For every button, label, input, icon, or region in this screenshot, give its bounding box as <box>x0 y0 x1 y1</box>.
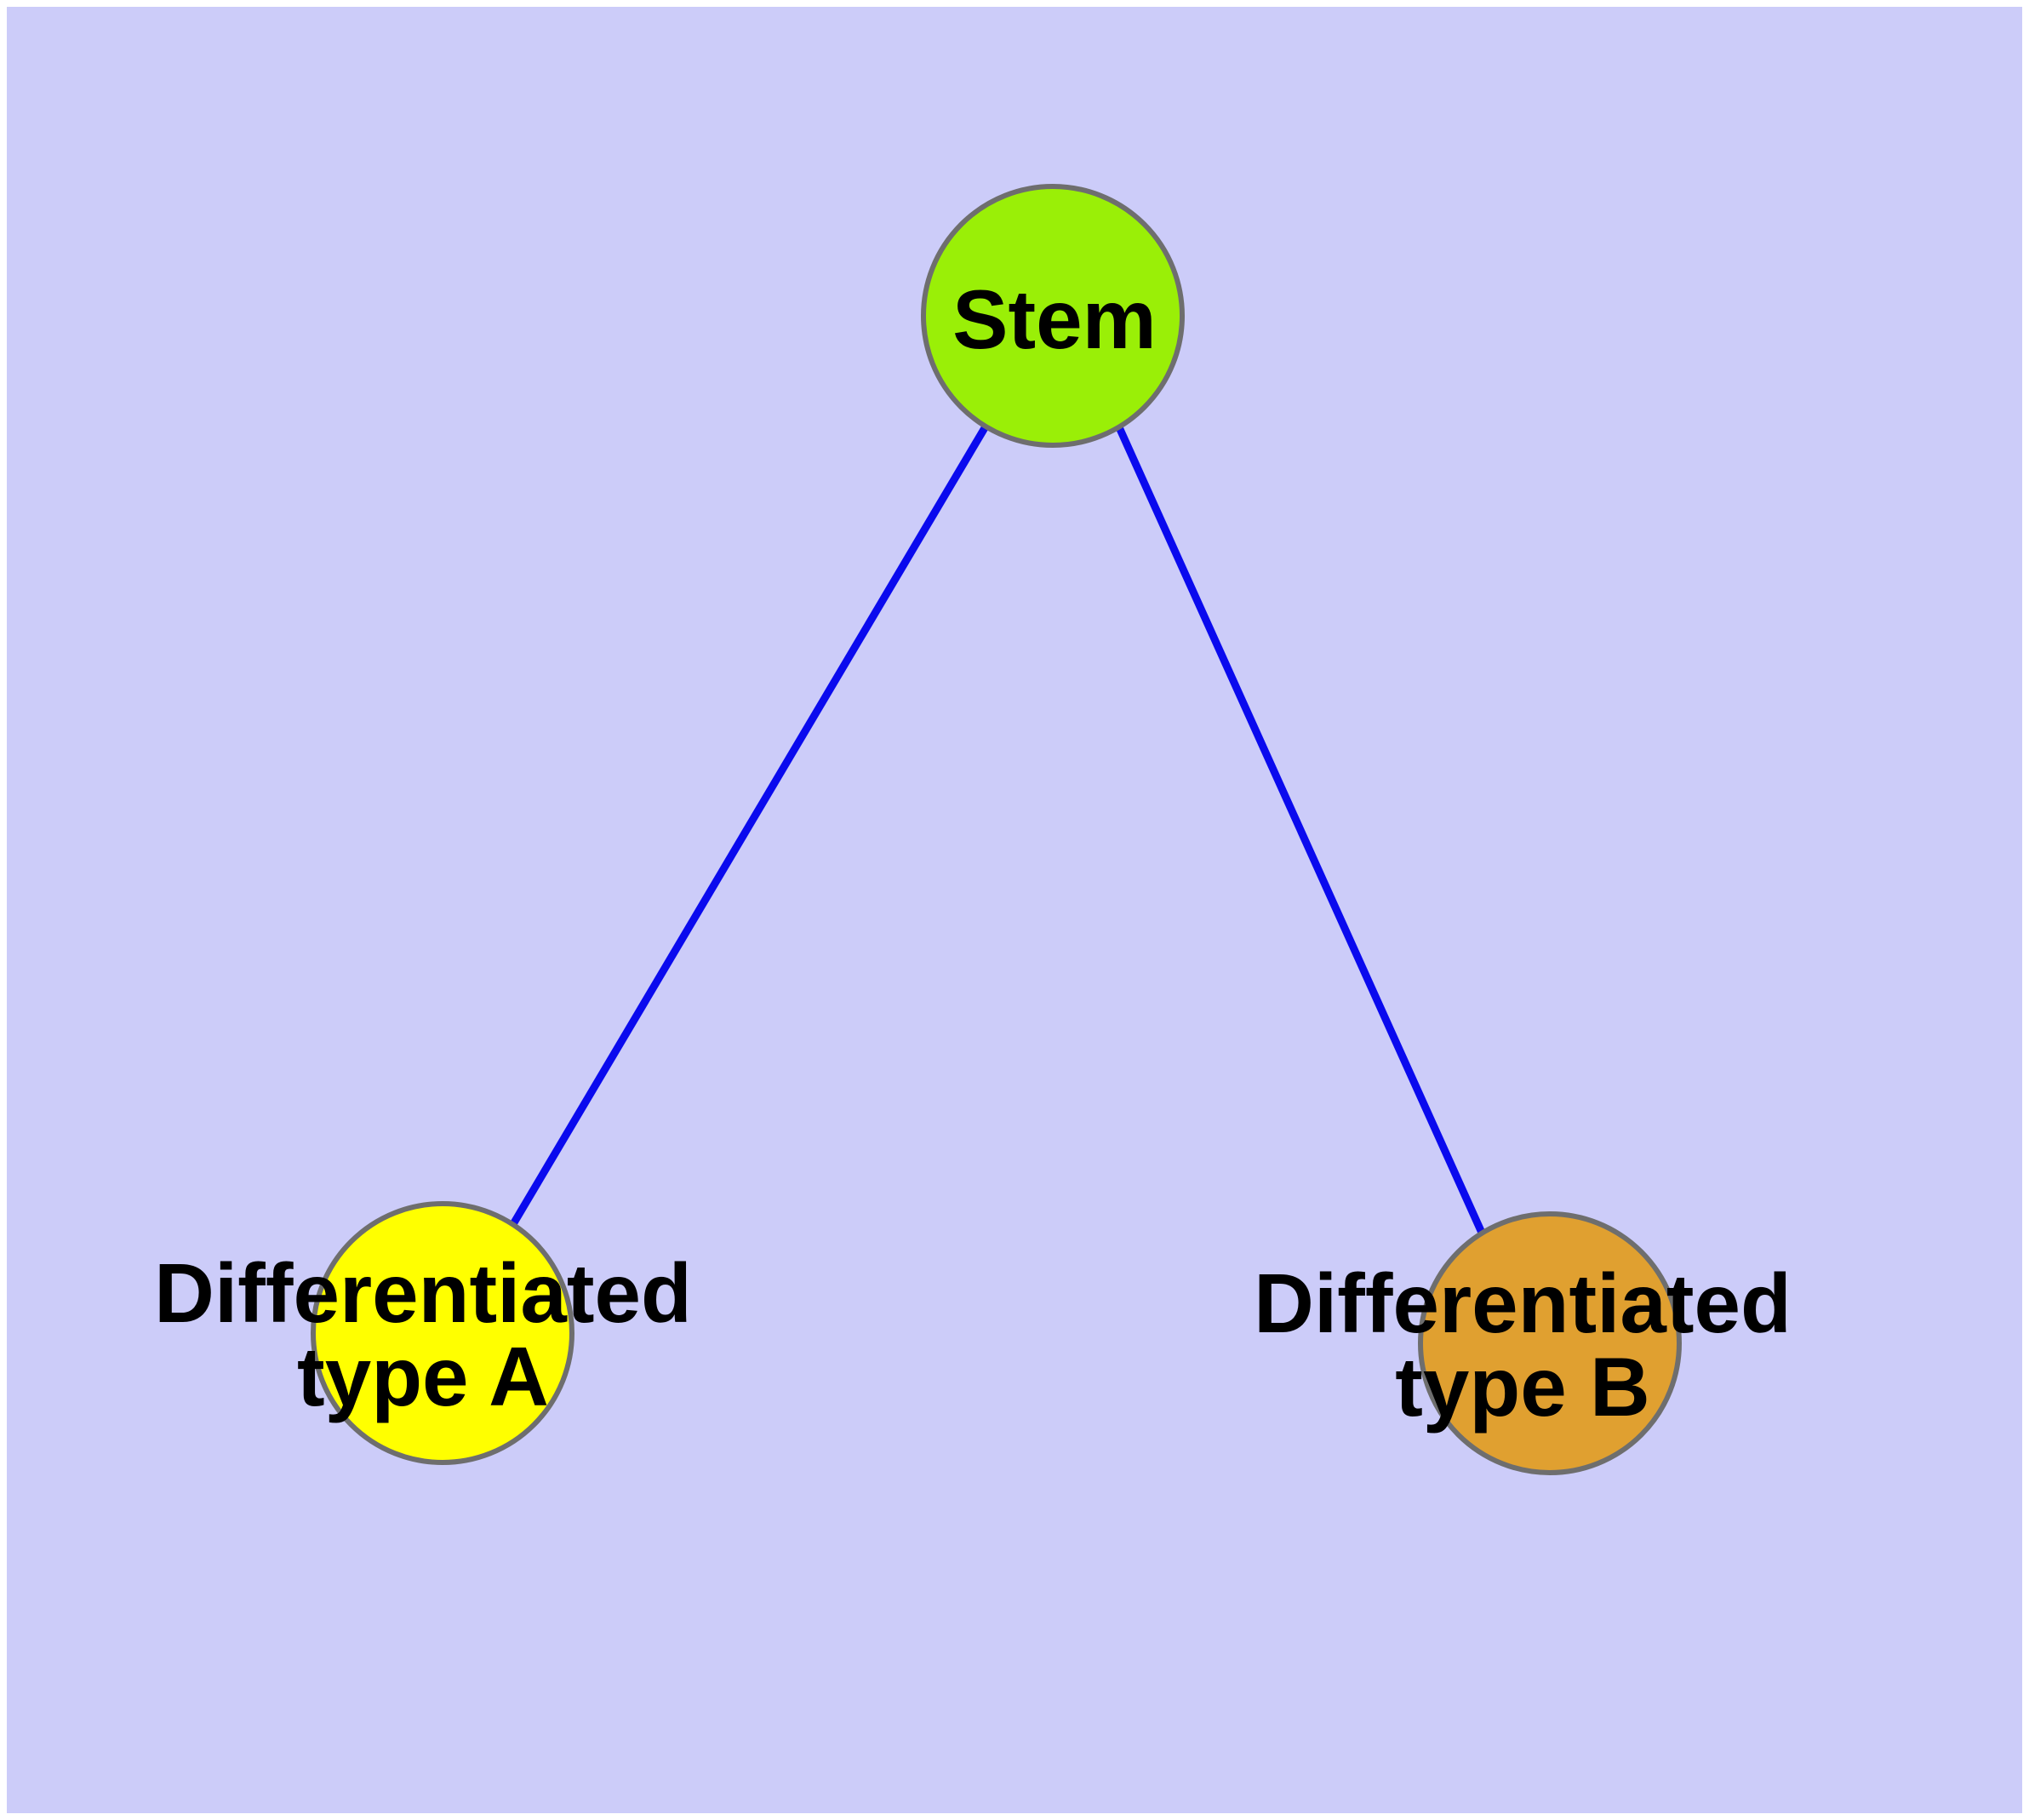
edge-stem-to-type-b <box>1115 426 1486 1234</box>
node-differentiated-type-a-circle[interactable] <box>311 1201 574 1465</box>
edge-layer <box>510 424 1486 1234</box>
node-stem-circle[interactable] <box>921 184 1185 448</box>
edge-stem-to-type-a <box>510 424 989 1227</box>
node-differentiated-type-b-circle[interactable] <box>1418 1211 1682 1475</box>
node-layer <box>311 184 1682 1475</box>
